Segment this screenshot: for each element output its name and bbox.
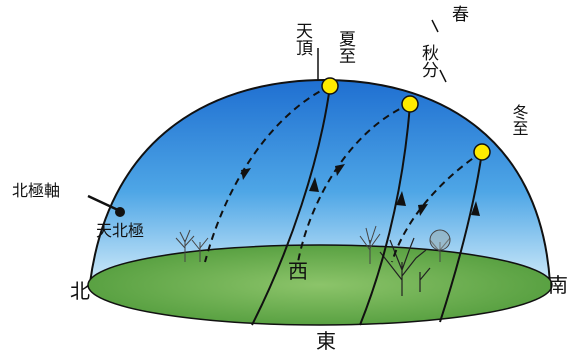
- winter-path-rise: [439, 151, 483, 323]
- equinox-path-rise: [359, 103, 411, 326]
- celestial-north-pole-label: 天北極: [96, 221, 144, 240]
- sun-winter-solstice: [473, 143, 491, 161]
- zenith-label: 天頂: [292, 22, 313, 56]
- arrow-icon: [309, 177, 319, 192]
- north-label: 北: [70, 279, 90, 303]
- arrow-icon: [396, 191, 406, 206]
- celestial-north-pole-dot: [115, 207, 125, 217]
- summer-solstice-label: 夏至: [335, 30, 356, 64]
- tree-icon: [429, 229, 451, 262]
- arrow-icon: [335, 164, 345, 176]
- north-pole-axis-line: [87, 194, 119, 212]
- winter-solstice-label: 冬至: [510, 104, 529, 136]
- summer-path-rise: [251, 85, 331, 326]
- south-label: 南: [548, 273, 568, 297]
- tree-icon: [359, 225, 381, 264]
- east-label: 東: [316, 329, 336, 353]
- autumn-label: 秋分: [418, 44, 439, 78]
- summer-path-set: [204, 85, 331, 263]
- north-pole-axis-label: 北極軸: [12, 181, 60, 200]
- equinox-pointer-2: [439, 69, 447, 83]
- winter-path-set: [391, 151, 483, 263]
- equinox-pointer: [431, 19, 439, 33]
- trees: [175, 225, 451, 296]
- arrow-icon: [418, 204, 428, 216]
- arrow-icon: [241, 168, 251, 180]
- west-label: 西: [288, 259, 308, 283]
- rising-arrows: [309, 177, 480, 216]
- sun-equinox: [401, 95, 419, 113]
- tree-icon: [175, 229, 209, 262]
- sun-summer-solstice: [321, 77, 339, 95]
- sun-paths-front: [251, 85, 483, 326]
- ground-plane: [87, 244, 553, 326]
- arrow-icon: [471, 201, 480, 216]
- setting-arrows: [241, 164, 428, 216]
- spring-label: 春: [452, 5, 469, 25]
